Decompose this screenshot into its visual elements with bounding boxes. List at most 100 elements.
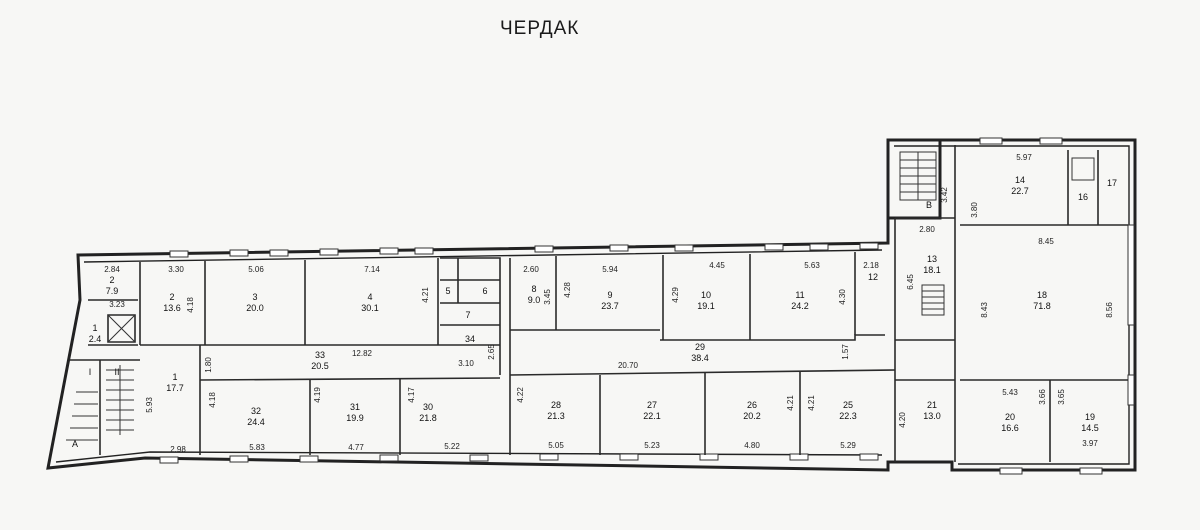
room-number: 13 bbox=[927, 254, 937, 264]
room-area: 21.3 bbox=[547, 411, 565, 421]
dimension-label: 8.43 bbox=[980, 302, 989, 318]
room-area: 16.6 bbox=[1001, 423, 1019, 433]
dimension-label: 2.98 bbox=[170, 445, 186, 454]
room-number: 7 bbox=[465, 310, 470, 320]
dimension-label: 5.93 bbox=[145, 397, 154, 413]
dimension-label: 4.45 bbox=[709, 261, 725, 270]
dimension-label: 5.97 bbox=[1016, 153, 1032, 162]
room-number: 2 bbox=[109, 275, 114, 285]
room-number: 28 bbox=[551, 400, 561, 410]
dimension-label: 3.23 bbox=[109, 300, 125, 309]
outer-walls bbox=[46, 138, 1137, 472]
room-area: 7.9 bbox=[106, 286, 119, 296]
room-number: 33 bbox=[315, 350, 325, 360]
dimension-label: 5.43 bbox=[1002, 388, 1018, 397]
room-number: 27 bbox=[647, 400, 657, 410]
room-number: 16 bbox=[1078, 192, 1088, 202]
dimension-label: 4.77 bbox=[348, 443, 364, 452]
room-number: 14 bbox=[1015, 175, 1025, 185]
dimension-label: 6.45 bbox=[906, 274, 915, 290]
room-area: 24.2 bbox=[791, 301, 809, 311]
dimension-label: 4.21 bbox=[421, 287, 430, 303]
room-number: 9 bbox=[607, 290, 612, 300]
room-area: 22.1 bbox=[643, 411, 661, 421]
room-number: 3 bbox=[252, 292, 257, 302]
room-number: 31 bbox=[350, 402, 360, 412]
dimension-label: 2.18 bbox=[863, 261, 879, 270]
room-labels: 2 7.9 1 2.4 2 13.6 3 20.0 4 30.1 5 6 7 8… bbox=[72, 175, 1117, 449]
dimension-label: 2.84 bbox=[104, 265, 120, 274]
room-number: 34 bbox=[465, 334, 475, 344]
dimension-label: 3.65 bbox=[1057, 389, 1066, 405]
room-number: 32 bbox=[251, 406, 261, 416]
room-area: 13.0 bbox=[923, 411, 941, 421]
room-number: 18 bbox=[1037, 290, 1047, 300]
room-area: 23.7 bbox=[601, 301, 619, 311]
dimension-label: 3.42 bbox=[940, 187, 949, 203]
dimension-labels: 2.84 3.23 3.30 4.18 5.06 7.14 4.21 2.60 … bbox=[104, 153, 1114, 454]
room-area: 30.1 bbox=[361, 303, 379, 313]
dimension-label: 5.94 bbox=[602, 265, 618, 274]
room-area: 38.4 bbox=[691, 353, 709, 363]
dimension-label: 3.80 bbox=[970, 202, 979, 218]
room-number: 11 bbox=[795, 290, 804, 300]
dimension-label: 1.80 bbox=[204, 357, 213, 373]
dimension-label: 4.21 bbox=[786, 395, 795, 411]
dimension-label: 4.18 bbox=[186, 297, 195, 313]
dimension-label: 1.57 bbox=[841, 344, 850, 360]
page-title: ЧЕРДАК bbox=[500, 18, 580, 39]
room-number: 2 bbox=[169, 292, 174, 302]
room-number: 1 bbox=[92, 323, 97, 333]
room-area: 20.2 bbox=[743, 411, 761, 421]
dimension-label: 20.70 bbox=[618, 361, 639, 370]
dimension-label: 5.63 bbox=[804, 261, 820, 270]
room-number: А bbox=[72, 439, 78, 449]
dimension-label: 4.29 bbox=[671, 287, 680, 303]
room-number: 1 bbox=[172, 372, 177, 382]
room-area: 2.4 bbox=[89, 334, 102, 344]
dimension-label: 3.30 bbox=[168, 265, 184, 274]
dimension-label: 8.45 bbox=[1038, 237, 1054, 246]
room-number: 17 bbox=[1107, 178, 1117, 188]
dimension-label: 4.18 bbox=[208, 392, 217, 408]
room-number: I bbox=[89, 367, 92, 377]
room-number: 21 bbox=[927, 400, 937, 410]
room-area: 24.4 bbox=[247, 417, 265, 427]
dimension-label: 4.22 bbox=[516, 387, 525, 403]
room-number: 12 bbox=[868, 272, 878, 282]
room-area: 9.0 bbox=[528, 295, 541, 305]
dimension-label: 2.65 bbox=[487, 344, 496, 360]
dimension-label: 4.17 bbox=[407, 387, 416, 403]
dimension-label: 4.19 bbox=[313, 387, 322, 403]
room-number: II bbox=[114, 367, 119, 377]
dimension-label: 5.06 bbox=[248, 265, 264, 274]
room-number: 26 bbox=[747, 400, 757, 410]
dimension-label: 2.80 bbox=[919, 225, 935, 234]
room-area: 71.8 bbox=[1033, 301, 1051, 311]
dimension-label: 4.28 bbox=[563, 282, 572, 298]
room-number: 10 bbox=[701, 290, 711, 300]
room-number: 29 bbox=[695, 342, 705, 352]
room-number: 4 bbox=[367, 292, 372, 302]
room-number: 8 bbox=[531, 284, 536, 294]
room-area: 19.9 bbox=[346, 413, 364, 423]
dimension-label: 3.66 bbox=[1038, 389, 1047, 405]
dimension-label: 5.22 bbox=[444, 442, 460, 451]
dimension-label: 4.30 bbox=[838, 289, 847, 305]
room-area: 19.1 bbox=[697, 301, 715, 311]
room-number: В bbox=[926, 200, 932, 210]
dimension-label: 3.45 bbox=[543, 289, 552, 305]
room-number: 5 bbox=[445, 286, 450, 296]
room-number: 30 bbox=[423, 402, 433, 412]
room-area: 14.5 bbox=[1081, 423, 1099, 433]
dimension-label: 5.29 bbox=[840, 441, 856, 450]
room-area: 13.6 bbox=[163, 303, 181, 313]
dimension-label: 2.60 bbox=[523, 265, 539, 274]
room-area: 22.3 bbox=[839, 411, 857, 421]
room-area: 20.0 bbox=[246, 303, 264, 313]
dimension-label: 4.80 bbox=[744, 441, 760, 450]
dimension-label: 4.20 bbox=[898, 412, 907, 428]
partitions bbox=[66, 145, 1128, 462]
room-number: 25 bbox=[843, 400, 853, 410]
